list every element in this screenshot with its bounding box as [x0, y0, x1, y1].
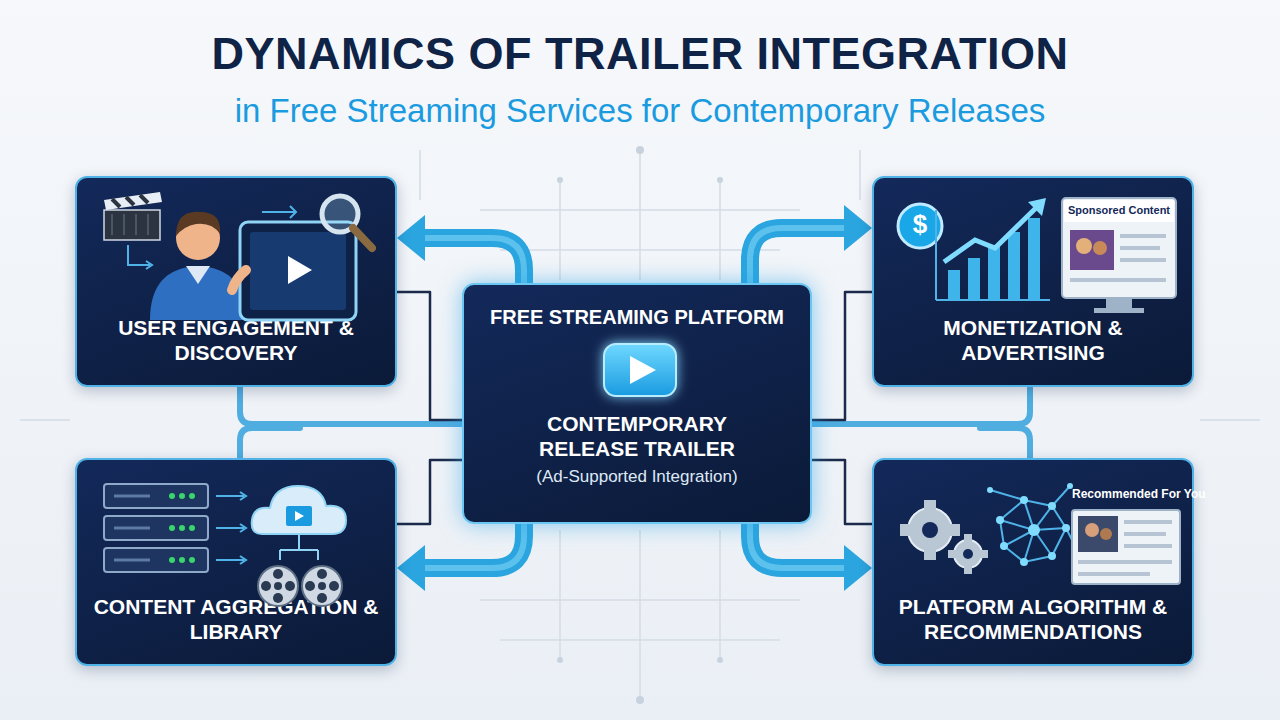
arrow-highlight	[750, 228, 844, 283]
arrow-highlight	[425, 524, 524, 568]
illustration-label: Recommended For You	[1072, 488, 1180, 502]
flow-arrow	[397, 524, 524, 591]
connector-line	[812, 292, 872, 420]
arrow-highlight	[750, 524, 844, 568]
flow-arrow	[750, 524, 872, 591]
platform-box: FREE STREAMING PLATFORM CONTEMPORARY RELE…	[462, 283, 812, 524]
wire-line	[812, 292, 872, 420]
arrow-shaft	[750, 228, 844, 283]
connector-line	[397, 292, 462, 420]
node-text: FREE STREAMING PLATFORM	[490, 305, 784, 329]
topic-box: USER ENGAGEMENT & DISCOVERY	[75, 176, 397, 387]
connector-line	[812, 460, 872, 524]
arrow-head	[397, 545, 425, 591]
connector-line	[397, 460, 462, 524]
arrow-shaft	[425, 238, 524, 283]
node-text: CONTEMPORARY RELEASE TRAILER	[517, 411, 757, 461]
wire-line	[397, 460, 462, 524]
arrow-highlight	[425, 238, 524, 283]
node-text: (Ad-Supported Integration)	[536, 467, 737, 487]
illustration-label: $	[898, 210, 942, 240]
node-text: PLATFORM ALGORITHM & RECOMMENDATIONS	[887, 594, 1179, 644]
arrow-head	[844, 205, 872, 251]
arrow-shaft	[750, 524, 844, 568]
node-text: CONTENT AGGREGATION & LIBRARY	[86, 594, 386, 644]
flow-arrow	[397, 215, 524, 283]
arrow-head	[397, 215, 425, 261]
diagram-title: DYNAMICS OF TRAILER INTEGRATION	[0, 28, 1280, 80]
flow-arrow	[750, 205, 872, 283]
node-text: MONETIZATION & ADVERTISING	[927, 315, 1139, 365]
illustration-label: Sponsored Content	[1064, 204, 1174, 217]
topic-box: CONTENT AGGREGATION & LIBRARY	[75, 458, 397, 666]
wire-line	[397, 292, 462, 420]
wire-line	[812, 460, 872, 524]
arrow-head	[844, 545, 872, 591]
subtitle: in Free Streaming Services for Contempor…	[0, 92, 1280, 130]
arrow-shaft	[425, 524, 524, 568]
node-text: USER ENGAGEMENT & DISCOVERY	[112, 315, 360, 365]
